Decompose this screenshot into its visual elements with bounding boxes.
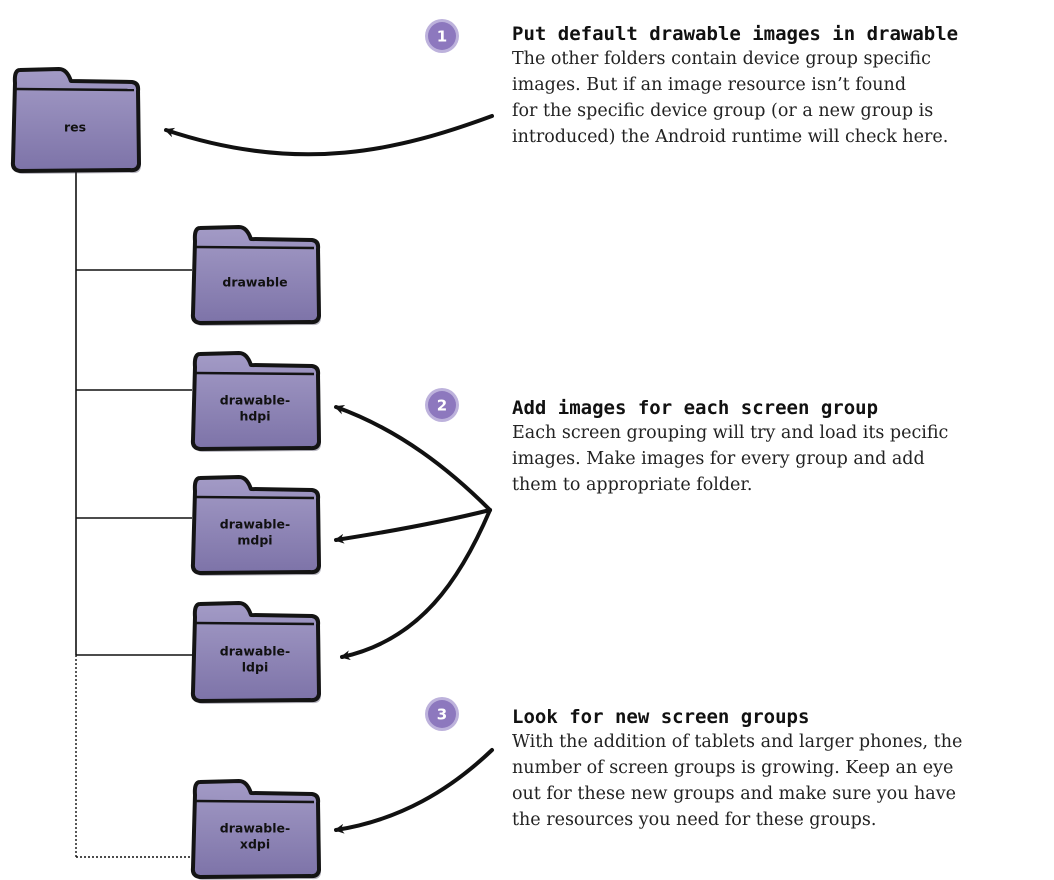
folder-label: hdpi bbox=[239, 409, 270, 424]
tree-connector-dotted bbox=[75, 655, 192, 858]
folder-label: res bbox=[64, 120, 86, 135]
folder-drawable[interactable]: drawable bbox=[190, 225, 321, 326]
number-badge-3: 3 bbox=[425, 697, 459, 731]
callout-title: Look for new screen groups bbox=[512, 706, 810, 728]
callout-3: Look for new screen groups With the addi… bbox=[512, 705, 962, 833]
folder-drawable-ldpi[interactable]: drawable-ldpi bbox=[190, 601, 321, 704]
svg-text:2: 2 bbox=[437, 397, 447, 415]
callout-title: Put default drawable images in drawable bbox=[512, 23, 959, 45]
svg-text:3: 3 bbox=[437, 706, 447, 724]
callout-line: The other folders contain device group s… bbox=[512, 49, 931, 69]
callout-2: Add images for each screen group Each sc… bbox=[512, 396, 948, 498]
svg-text:1: 1 bbox=[437, 28, 447, 46]
folder-drawable-xdpi[interactable]: drawable-xdpi bbox=[190, 779, 321, 880]
callout-line: With the addition of tablets and larger … bbox=[512, 732, 963, 752]
arrow-to-xdpi bbox=[334, 748, 494, 834]
callout-line: Each screen grouping will try and load i… bbox=[512, 423, 949, 443]
arrow-to-ldpi bbox=[340, 508, 492, 661]
callout-1: Put default drawable images in drawable … bbox=[512, 22, 958, 150]
folder-label: drawable- bbox=[220, 393, 290, 408]
callout-title: Add images for each screen group bbox=[512, 397, 879, 419]
arrows bbox=[164, 114, 494, 834]
callout-line: for the specific device group (or a new … bbox=[512, 101, 934, 121]
callout-line: out for these new groups and make sure y… bbox=[512, 784, 956, 804]
folder-drawable-hdpi[interactable]: drawable-hdpi bbox=[190, 351, 321, 452]
arrow-to-hdpi bbox=[334, 405, 492, 512]
folder-res[interactable]: res bbox=[10, 67, 142, 174]
folder-label: drawable- bbox=[220, 644, 290, 659]
folder-label: mdpi bbox=[237, 533, 272, 548]
callout-line: introduced) the Android runtime will che… bbox=[512, 127, 949, 147]
number-badge-2: 2 bbox=[425, 388, 459, 422]
number-badge-1: 1 bbox=[425, 19, 459, 53]
arrow-to-res bbox=[164, 114, 494, 157]
folder-label: ldpi bbox=[242, 660, 268, 675]
folder-label: drawable bbox=[222, 275, 287, 290]
folder-label: drawable- bbox=[220, 517, 290, 532]
callout-line: the resources you need for these groups. bbox=[512, 810, 877, 830]
tree-connectors bbox=[75, 168, 192, 656]
arrow-to-mdpi bbox=[334, 508, 492, 544]
folder-drawable-mdpi[interactable]: drawable-mdpi bbox=[190, 475, 321, 576]
folder-label: xdpi bbox=[240, 837, 270, 852]
callout-line: images. Make images for every group and … bbox=[512, 449, 925, 469]
folder-label: drawable- bbox=[220, 821, 290, 836]
callout-line: them to appropriate folder. bbox=[512, 475, 753, 495]
callout-line: images. But if an image resource isn’t f… bbox=[512, 75, 907, 95]
callout-line: number of screen groups is growing. Keep… bbox=[512, 758, 954, 778]
